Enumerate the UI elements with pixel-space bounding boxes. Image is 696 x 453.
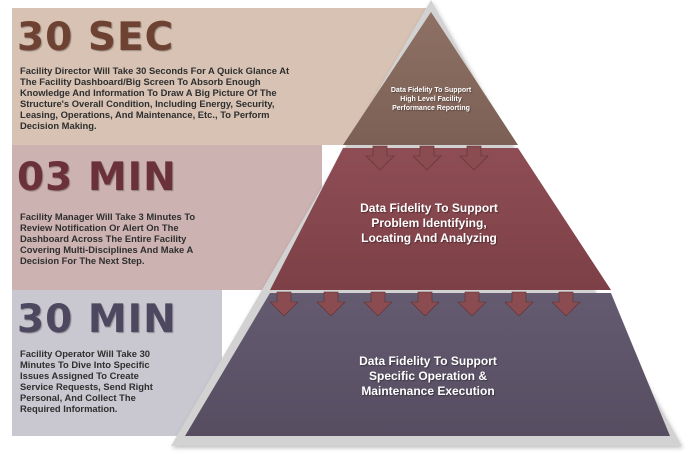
- level-heading-30-sec: 30 SEC: [17, 15, 175, 60]
- level-heading-30-min: 30 MIN: [17, 297, 177, 342]
- level-description-30-min: Facility Operator Will Take 30 Minutes T…: [20, 348, 153, 414]
- tier-label-middle: Data Fidelity To Support Problem Identif…: [360, 201, 498, 245]
- level-heading-03-min: 03 MIN: [17, 155, 177, 200]
- pyramid-tier-middle: [270, 148, 611, 290]
- pyramid-tier-bottom: [185, 293, 670, 436]
- tier-label-bottom: Data Fidelity To Support Specific Operat…: [359, 354, 497, 398]
- level-description-30-sec: Facility Director Will Take 30 Seconds F…: [20, 65, 290, 131]
- tier-label-top: Data Fidelity To Support High Level Faci…: [390, 87, 472, 112]
- pyramid-tier-top: [343, 12, 518, 145]
- band-03-min: [12, 145, 322, 290]
- level-description-03-min: Facility Manager Will Take 3 Minutes To …: [20, 211, 196, 266]
- band-30-min: [12, 290, 222, 436]
